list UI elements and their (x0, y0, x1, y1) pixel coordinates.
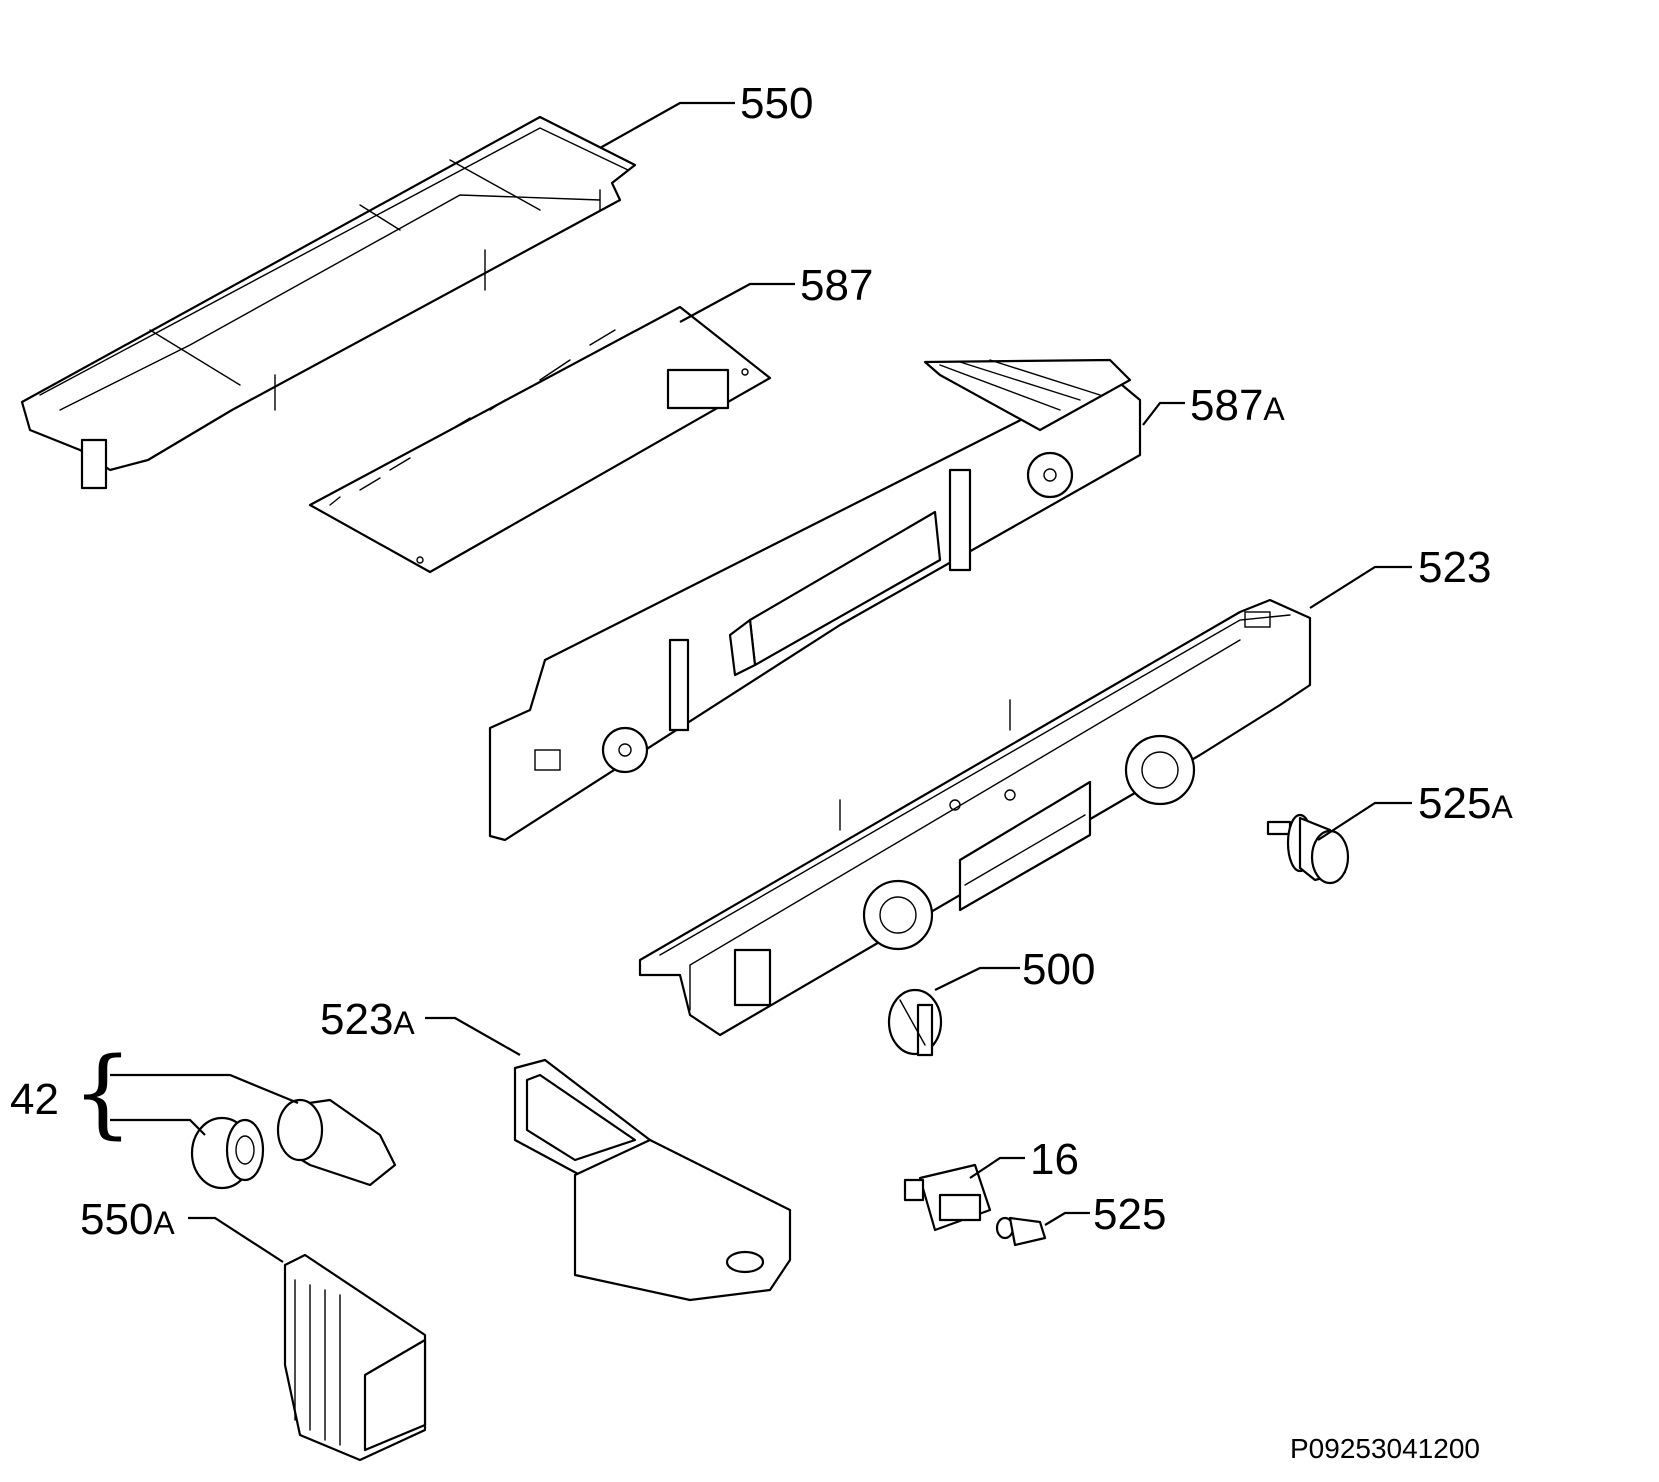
part-523a-end-cap (513, 1058, 792, 1302)
leader-lines (110, 101, 1412, 1263)
callout-550: 550 (740, 79, 814, 128)
callout-525: 525 (1093, 1190, 1167, 1239)
callout-587a: 587A (1190, 381, 1285, 430)
bracket-42: { (72, 1037, 134, 1149)
part-16-switch (903, 1163, 992, 1232)
part-587a-board-assembly (488, 358, 1142, 842)
callout-500: 500 (1022, 945, 1096, 994)
diagram-reference-number: P09253041200 (1290, 1433, 1480, 1464)
callout-550a: 550A (80, 1195, 175, 1244)
part-525-lamp (995, 1216, 1047, 1247)
part-550a-side-cap (283, 1253, 427, 1462)
callout-42: 42 (10, 1075, 59, 1124)
part-500-knob (887, 988, 943, 1057)
callout-525a: 525A (1418, 779, 1513, 828)
part-550-top-cover (20, 115, 637, 490)
part-42-bulb-holder (190, 1098, 397, 1190)
callout-523a: 523A (320, 995, 415, 1044)
callout-16: 16 (1030, 1135, 1079, 1184)
callout-587: 587 (800, 261, 874, 310)
part-523-control-housing (638, 598, 1312, 1037)
callout-523: 523 (1418, 543, 1492, 592)
part-587-circuit-board (308, 305, 772, 574)
part-525a-lamp-socket (1266, 813, 1350, 885)
